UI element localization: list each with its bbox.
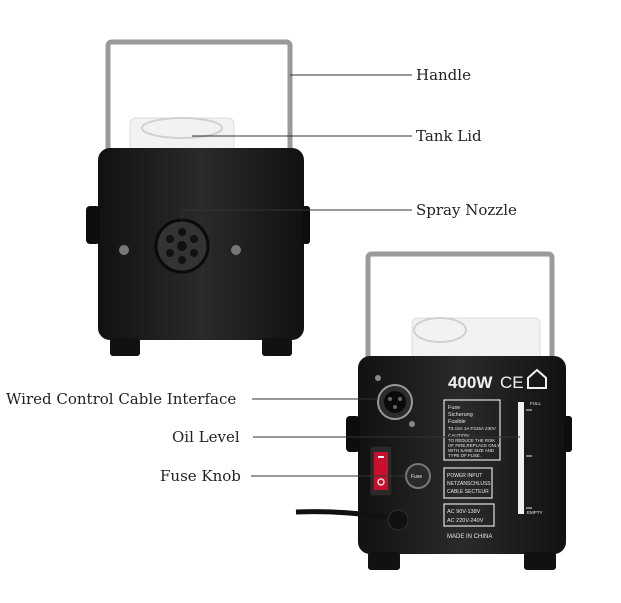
callout-wired-control: Wired Control Cable Interface xyxy=(6,390,236,408)
rear-tank xyxy=(411,317,541,361)
power-plug xyxy=(387,509,409,531)
rocker-switch xyxy=(369,445,393,497)
front-foot-right xyxy=(262,338,292,356)
fuse-fr: Fusible xyxy=(448,419,466,425)
gauge-empty: EMPTY xyxy=(527,510,543,515)
fuse-knob-label: Fuse xyxy=(411,474,422,480)
ac-voltage-2: AC 220V-240V xyxy=(447,518,484,524)
caution-1: CAUTION: xyxy=(448,433,470,438)
fuse-rating: T3.15A 1A F315A 230V xyxy=(448,426,497,431)
front-side-knob-left xyxy=(86,206,100,244)
made-in-label: MADE IN CHINA xyxy=(447,534,492,540)
house-icon xyxy=(527,368,547,389)
oil-level-gauge: FULL EMPTY xyxy=(518,401,543,515)
spray-nozzle xyxy=(154,218,210,274)
power-cable xyxy=(295,509,395,521)
callout-spray-nozzle: Spray Nozzle xyxy=(416,201,517,219)
power-input-1: POWER INPUT xyxy=(447,473,482,479)
caution-2: TO REDUCE THE RISK xyxy=(448,438,495,443)
leader-lines xyxy=(181,74,520,477)
rear-foot-right xyxy=(524,552,556,570)
rear-foot-left xyxy=(368,552,400,570)
fuse-de: Sicherung xyxy=(448,412,473,418)
rear-side-knob-right xyxy=(564,416,572,452)
ac-voltage-box xyxy=(443,503,495,527)
front-screw-left xyxy=(119,245,129,255)
wired-control-socket xyxy=(375,375,415,427)
fuse-knob: Fuse xyxy=(405,463,431,489)
caution-4: WITH SAME SIZE AND xyxy=(448,448,494,453)
wattage-label: 400W xyxy=(448,373,493,392)
ce-mark: CE xyxy=(500,373,524,392)
power-input-2: NETZANSCHLUSS xyxy=(447,481,491,487)
caution-3: OF FIRE,REPLACE ONLY xyxy=(448,443,500,448)
front-unit xyxy=(86,39,310,356)
front-side-knob-right xyxy=(302,206,310,244)
fuse-info-box xyxy=(443,399,501,461)
caution-5: TYPE OF FUSE. xyxy=(448,453,481,458)
callout-oil-level: Oil Level xyxy=(172,428,240,446)
fuse-heading: Fuse xyxy=(448,405,460,411)
rear-unit: 400W CE Fuse Sicherung Fusible T3.15A 1A… xyxy=(295,251,572,570)
power-input-3: CABLE SECTEUR xyxy=(447,489,489,495)
rear-side-knob-left xyxy=(346,416,360,452)
rear-handle xyxy=(365,251,555,360)
ac-voltage-1: AC 90V-138V xyxy=(447,509,481,515)
front-foot-left xyxy=(110,338,140,356)
gauge-full: FULL xyxy=(530,401,542,406)
power-input-box xyxy=(443,467,493,499)
callout-fuse-knob: Fuse Knob xyxy=(160,467,241,485)
front-handle xyxy=(105,39,293,150)
callout-tank-lid: Tank Lid xyxy=(416,127,482,145)
callout-handle: Handle xyxy=(416,66,471,84)
front-screw-right xyxy=(231,245,241,255)
